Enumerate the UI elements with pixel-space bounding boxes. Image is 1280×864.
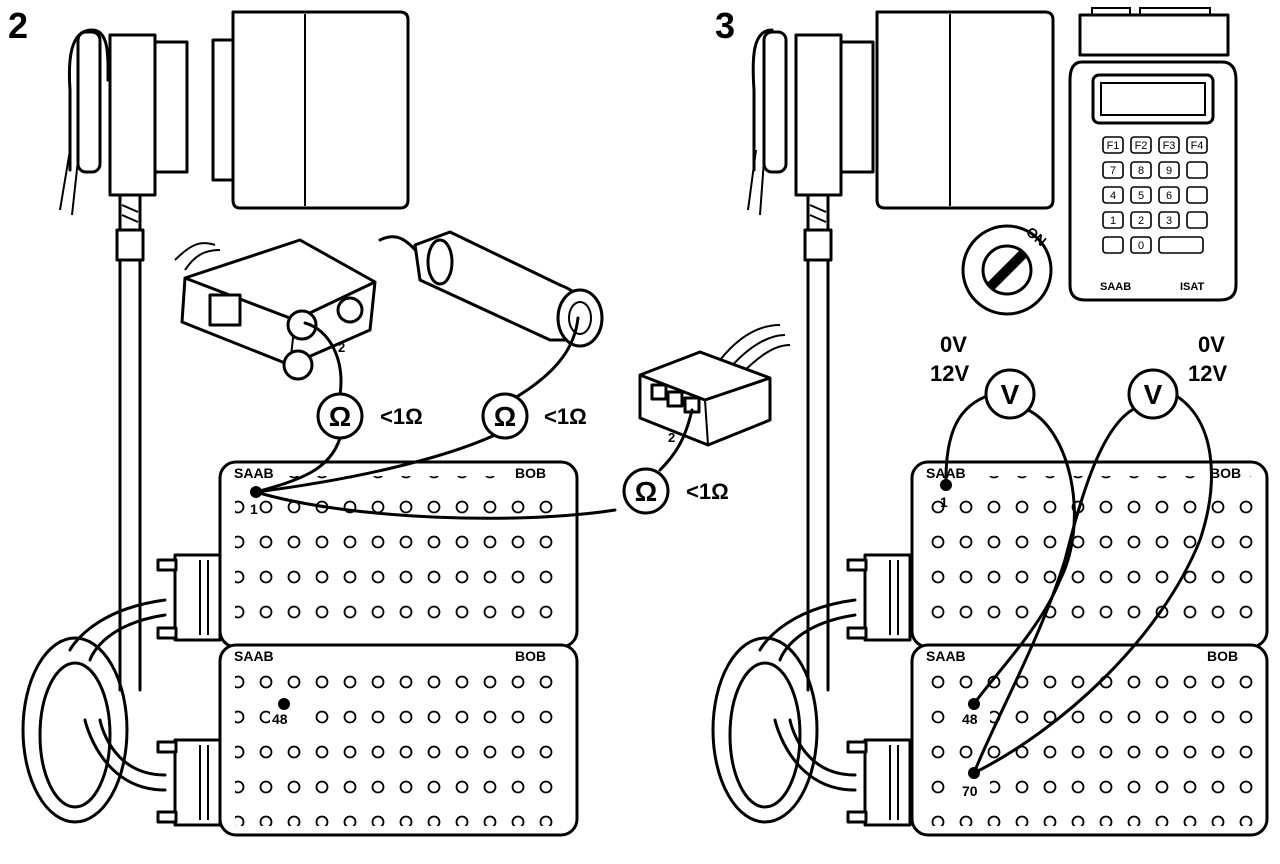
ohmmeter: Ω <1Ω: [316, 392, 423, 440]
sensor-plug: [378, 230, 604, 348]
keypad-key: [1130, 136, 1152, 154]
board-label-right: BOB: [515, 465, 546, 481]
keypad-key: [1102, 186, 1124, 204]
breakout-box-lower: SAAB BOB 48 70: [910, 643, 1269, 837]
test-leads: [944, 393, 1213, 775]
keypad-key-label: F3: [1163, 140, 1176, 152]
pin-marker: [278, 698, 290, 710]
connector-pin-label: 2: [668, 430, 675, 445]
keypad-key: [1186, 186, 1208, 204]
ignition-switch: ON: [961, 223, 1053, 316]
keypad-key: [1130, 161, 1152, 179]
pin-label: 48: [962, 711, 978, 727]
voltmeter: V 0V 12V: [930, 332, 1036, 420]
keypad-key: [1130, 236, 1152, 254]
panel-step-2: 2: [8, 5, 791, 837]
resistance-reading: <1Ω: [380, 404, 423, 429]
keypad-key-label: 5: [1138, 190, 1144, 202]
breakout-box-upper: SAAB BOB 1: [218, 460, 579, 649]
keypad-key-label: 7: [1110, 165, 1116, 177]
voltage-high: 12V: [1188, 361, 1227, 386]
board-label-right: BOB: [1210, 465, 1241, 481]
keypad-key-label: 2: [1138, 215, 1144, 227]
board-label-left: SAAB: [234, 648, 274, 664]
keypad-key-label: 0: [1138, 240, 1144, 252]
dsub-connectors: [846, 553, 912, 827]
keypad-key-label: 6: [1166, 190, 1172, 202]
board-label-right: BOB: [515, 648, 546, 664]
harness-connector-block: 2: [174, 238, 377, 381]
board-label-left: SAAB: [926, 648, 966, 664]
keypad-key: [1158, 136, 1180, 154]
ecu-module: [747, 10, 1055, 216]
relay-connector: 2: [638, 324, 791, 447]
pin-label: 70: [962, 783, 978, 799]
pin-label: 1: [250, 501, 258, 517]
tester-brand: SAAB: [1100, 281, 1131, 293]
keypad-key-label: F1: [1107, 140, 1120, 152]
keypad-key: [1158, 211, 1180, 229]
voltage-high: 12V: [930, 361, 969, 386]
ohm-symbol: Ω: [494, 401, 516, 432]
step-number: 2: [8, 5, 28, 46]
ecu-module: [59, 10, 410, 216]
keypad-key: [1102, 211, 1124, 229]
resistance-reading: <1Ω: [544, 404, 587, 429]
keypad-key: [1186, 161, 1208, 179]
breakout-box-lower: SAAB BOB 48: [218, 643, 579, 837]
step-number: 3: [715, 5, 735, 46]
keypad-key: [1102, 236, 1124, 254]
voltage-low: 0V: [1198, 332, 1225, 357]
keypad-key-label: F4: [1191, 140, 1204, 152]
volt-symbol: V: [1144, 379, 1163, 410]
keypad-key: [1158, 186, 1180, 204]
keypad-key-label: 9: [1166, 165, 1172, 177]
connector-pin-label: 2: [338, 340, 345, 355]
ohm-symbol: Ω: [635, 476, 657, 507]
voltmeter: V 0V 12V: [1127, 332, 1227, 420]
keypad-key: [1186, 211, 1208, 229]
keypad-key: [1186, 136, 1208, 154]
ohm-symbol: Ω: [329, 401, 351, 432]
panel-step-3: 3: [711, 5, 1269, 837]
keypad-key: [1130, 211, 1152, 229]
breakout-box-upper: SAAB BOB 1: [910, 460, 1269, 649]
ohmmeter: Ω <1Ω: [481, 392, 587, 440]
isat-tester: SAAB ISAT: [1068, 7, 1238, 302]
dsub-connectors: [156, 553, 222, 827]
keypad-key-label: F2: [1135, 140, 1148, 152]
tester-keypad: F1 F2 F3 F4 7 8 9 4 5 6 1 2 3 0: [1102, 136, 1208, 254]
keypad-key-label: 3: [1166, 215, 1172, 227]
keypad-key: [1102, 136, 1124, 154]
keypad-key: [1158, 161, 1180, 179]
test-leads: [254, 316, 694, 520]
board-label-left: SAAB: [234, 465, 274, 481]
harness-cable: [21, 193, 167, 824]
keypad-key: [1102, 161, 1124, 179]
voltage-low: 0V: [940, 332, 967, 357]
tester-model: ISAT: [1180, 281, 1205, 293]
volt-symbol: V: [1001, 379, 1020, 410]
harness-cable: [711, 193, 857, 824]
keypad-key: [1158, 236, 1204, 254]
keypad-key-label: 1: [1110, 215, 1116, 227]
ohmmeter: Ω <1Ω: [622, 467, 729, 515]
pin-label: 1: [940, 494, 948, 510]
board-label-right: BOB: [1207, 648, 1238, 664]
resistance-reading: <1Ω: [686, 479, 729, 504]
keypad-key-label: 4: [1110, 190, 1116, 202]
pin-label: 48: [272, 711, 288, 727]
keypad-key: [1130, 186, 1152, 204]
keypad-key-label: 8: [1138, 165, 1144, 177]
